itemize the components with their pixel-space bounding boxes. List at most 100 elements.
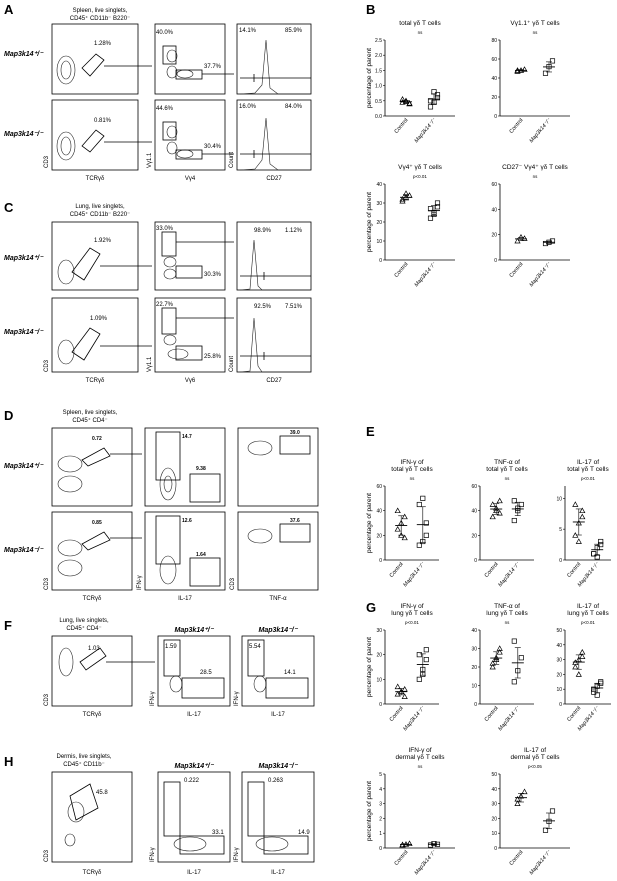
- panel-letter: C: [4, 200, 14, 215]
- y-tick-label: 40: [376, 509, 382, 515]
- chart-title: IL-17 of: [524, 747, 546, 754]
- chart-title: Vγ4⁺ γδ T cells: [398, 164, 443, 171]
- chart-title: CD27⁻ Vγ4⁺ γδ T cells: [502, 164, 568, 171]
- data-point: [489, 663, 496, 670]
- y-tick-label: 10: [376, 677, 382, 683]
- y-tick-label: 0.5: [375, 99, 382, 105]
- axis-label: TCRγδ: [83, 712, 102, 718]
- axis-label: IFN-γ: [234, 691, 240, 706]
- cell-population: [166, 125, 178, 139]
- data-point: [416, 501, 422, 508]
- data-point: [579, 513, 586, 520]
- gate-ifng: [247, 639, 265, 677]
- axis-label: Vγ4: [185, 176, 196, 182]
- chart-title: lung γδ T cells: [391, 610, 433, 617]
- cell-population: [163, 334, 177, 346]
- gate-percentage: 1.59: [165, 644, 177, 650]
- data-point: [598, 542, 604, 548]
- chart-title: IFN-γ of: [408, 747, 431, 754]
- cell-population: [176, 149, 194, 159]
- gate-percentage: 0.81%: [94, 118, 112, 124]
- cell-population: [159, 467, 177, 501]
- y-tick-label: 20: [471, 533, 477, 539]
- axis-label: Vγ1.1: [147, 356, 153, 372]
- data-point: [427, 104, 434, 110]
- y-tick-label: 0: [379, 846, 382, 852]
- data-point: [591, 686, 597, 692]
- data-point: [399, 195, 406, 202]
- x-category-label: Control: [484, 561, 500, 578]
- data-point: [511, 638, 517, 644]
- gate-percentage: 25.8%: [204, 354, 222, 360]
- data-point: [434, 204, 441, 210]
- panel-a: A Spleen, live singlets, CD45⁺ CD11b⁻ B2…: [4, 2, 312, 182]
- y-tick-label: 0: [379, 702, 382, 708]
- cell-population: [163, 475, 173, 493]
- x-category-label: Control: [484, 705, 500, 722]
- axis-label: CD27: [266, 176, 282, 182]
- axis-label: CD27: [266, 378, 282, 384]
- gate-percentage: 0.222: [184, 778, 200, 784]
- flow-plot-ifng-il17: [144, 511, 226, 591]
- y-tick-label: 50: [491, 772, 497, 778]
- y-tick-label: 40: [471, 509, 477, 515]
- gate-il17: [181, 677, 225, 699]
- panel-letter: H: [4, 754, 13, 769]
- data-point: [549, 58, 556, 64]
- y-tick-label: 0: [559, 702, 562, 708]
- genotype-label: Map3k14⁺/⁻: [4, 51, 44, 58]
- significance-label: ns: [410, 476, 416, 481]
- y-tick-label: 80: [491, 38, 497, 44]
- gate-percentage: 33.0%: [156, 226, 174, 232]
- axis-label: CD3: [44, 577, 50, 590]
- gate-ifng: [247, 781, 265, 837]
- x-category-label: Map3k14⁻/⁻: [529, 849, 554, 877]
- data-point: [401, 534, 408, 541]
- axis-label: TCRγδ: [86, 378, 105, 384]
- gate-percentage: 16.0%: [239, 104, 257, 110]
- y-axis-label: percentage of parent: [366, 637, 373, 697]
- y-tick-label: 40: [491, 207, 497, 213]
- x-category-label: Control: [509, 117, 525, 134]
- data-point: [434, 92, 441, 98]
- data-point: [521, 66, 528, 72]
- chart-title: TNF-α of: [494, 459, 520, 466]
- data-point: [416, 652, 422, 658]
- cell-population: [253, 675, 267, 693]
- x-category-label: Map3k14⁻/⁻: [497, 561, 522, 589]
- flow-plot-cd3-tcrgd: [51, 99, 139, 171]
- panel-letter: A: [4, 2, 14, 17]
- gate-percentage: 22.7%: [156, 302, 174, 308]
- y-tick-label: 40: [491, 76, 497, 82]
- gate-tnfa: [279, 435, 311, 455]
- gate-percentage: 0.72: [92, 436, 102, 442]
- data-point: [399, 96, 406, 102]
- gate-vg11: [162, 45, 177, 65]
- y-tick-label: 30: [491, 802, 497, 808]
- cell-population: [255, 836, 289, 852]
- data-point: [572, 501, 579, 507]
- y-tick-label: 40: [491, 787, 497, 793]
- flow-plot-cd3-tcrgd: [51, 427, 133, 507]
- significance-label: ns: [418, 764, 424, 769]
- cell-population: [57, 559, 83, 577]
- chart-title: Vγ1.1⁺ γδ T cells: [510, 20, 560, 27]
- panel-letter: G: [366, 600, 376, 615]
- y-tick-label: 40: [376, 182, 382, 188]
- cell-population: [60, 60, 72, 80]
- y-tick-label: 20: [376, 533, 382, 539]
- significance-label: ns: [418, 30, 424, 35]
- y-tick-label: 0: [494, 114, 497, 120]
- y-tick-label: 0: [494, 258, 497, 264]
- cell-population: [57, 339, 75, 365]
- gate-percentage: 14.1%: [239, 28, 257, 34]
- gate-percentage: 30.3%: [204, 272, 222, 278]
- chart-title: lung γδ T cells: [486, 610, 528, 617]
- gate-percentage: 0.85: [92, 520, 102, 526]
- panel-c: C Lung, live singlets, CD45⁺ CD11b⁻ B220…: [4, 200, 312, 384]
- cell-population: [57, 455, 83, 473]
- chart-title: IFN-γ of: [400, 603, 423, 610]
- gate-il17: [179, 835, 225, 855]
